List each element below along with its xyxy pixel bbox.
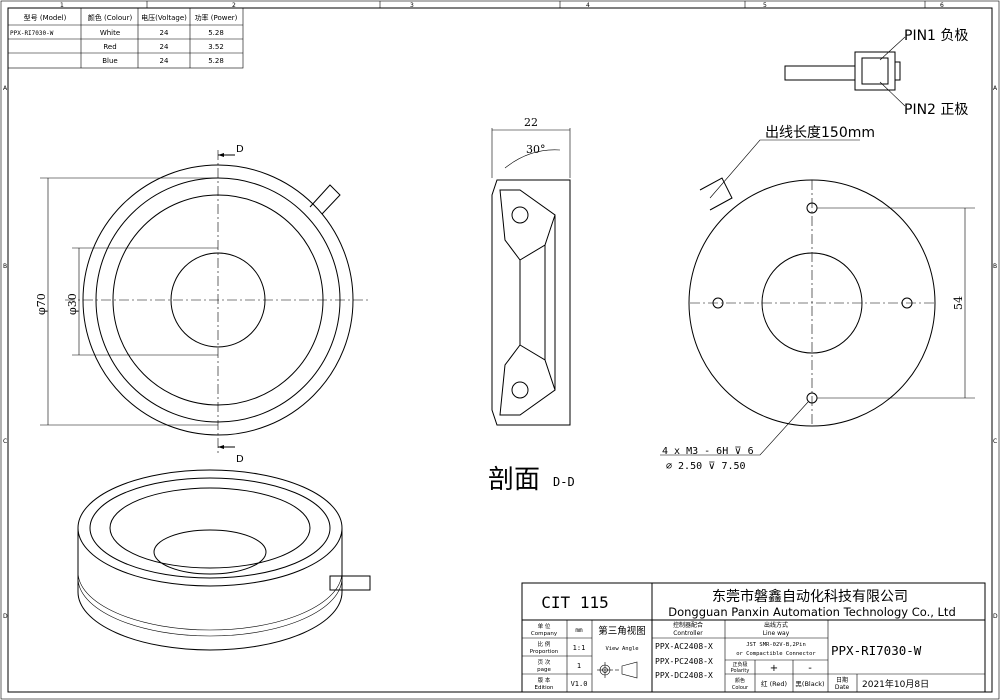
spec-table-rows-1-1: Red bbox=[103, 43, 116, 51]
rear-view-hole-note-1: 4 x M3 - 6H ⊽ 6 bbox=[662, 446, 754, 457]
front-view-section-mark: D bbox=[236, 144, 244, 155]
title-block-colour-en: Colour bbox=[732, 685, 749, 691]
rear-view-dim-holes: 54 bbox=[952, 296, 965, 310]
title-block-projection-en: View Angle bbox=[605, 646, 638, 652]
title-block-edition-label-en: Edition bbox=[534, 685, 554, 691]
title-block-unit-label-en: Company bbox=[531, 631, 558, 637]
title-block-controller-en: Controller bbox=[673, 630, 703, 637]
zones-side-1: B bbox=[993, 263, 997, 270]
section-view-caption-sub: D-D bbox=[553, 475, 575, 489]
front-view-dim-inner: φ30 bbox=[66, 293, 79, 315]
title-block-page-label-en: page bbox=[537, 667, 551, 673]
zones-side-1: B bbox=[3, 263, 7, 270]
third-angle-projection-icon bbox=[597, 661, 638, 679]
spec-table-rows-2-2: 24 bbox=[160, 57, 169, 65]
spec-table-rows-0-0: PPX-RI7030-W bbox=[10, 30, 54, 37]
title-block-date-cn: 日期 bbox=[836, 676, 848, 684]
zones-top-4: 5 bbox=[763, 2, 767, 9]
title-block-controller-cn: 控制器配合 bbox=[673, 621, 703, 629]
spec-table-rows-1-3: 3.52 bbox=[208, 43, 224, 51]
spec-table-headers-1: 颜色 (Colour) bbox=[88, 13, 133, 22]
zones-top-2: 3 bbox=[410, 2, 414, 9]
spec-table: 型号 (Model) 颜色 (Colour) 电压(Voltage) 功率 (P… bbox=[7, 7, 244, 69]
title-block-plus: + bbox=[770, 663, 778, 674]
title-block-projection-cn: 第三角视图 bbox=[598, 625, 646, 637]
rear-view-hole-note-2: ⌀ 2.50 ⊽ 7.50 bbox=[666, 461, 746, 472]
title-block-controllers-2: PPX-DC2408-X bbox=[655, 671, 713, 680]
spec-table-rows-0-1: White bbox=[100, 29, 120, 37]
zones-side-0: A bbox=[993, 85, 998, 92]
title-block-controllers-0: PPX-AC2408-X bbox=[655, 642, 713, 651]
front-view-section-mark: D bbox=[236, 454, 244, 465]
zones-side-2: C bbox=[3, 438, 7, 445]
connector-view: PIN1 负极 PIN2 正极 bbox=[784, 28, 968, 118]
spec-table-rows-2-1: Blue bbox=[102, 57, 118, 65]
title-block-page-label-cn: 页 次 bbox=[538, 658, 551, 666]
title-block-scale-label-cn: 比 例 bbox=[538, 640, 551, 648]
zones-top-1: 2 bbox=[232, 2, 236, 9]
spec-table-rows-0-2: 24 bbox=[160, 29, 169, 37]
title-block-drawing-no: CIT 115 bbox=[541, 593, 608, 612]
spec-table-rows-1-2: 24 bbox=[160, 43, 169, 51]
title-block-lineway-cn: 出线方式 bbox=[764, 621, 788, 629]
zones-side-3: D bbox=[3, 613, 8, 620]
title-block-connector-1: JST SMR-02V-B,2Pin bbox=[746, 642, 806, 648]
zones-top-0: 1 bbox=[60, 2, 64, 9]
title-block-date: 2021年10月8日 bbox=[862, 678, 929, 690]
spec-table-rows-0-3: 5.28 bbox=[208, 29, 224, 37]
isometric-view bbox=[77, 469, 371, 651]
spec-table-headers-3: 功率 (Power) bbox=[195, 13, 238, 22]
title-block-connector-2: or Compactible Connector bbox=[736, 651, 816, 657]
title-block-edition-value: V1.0 bbox=[571, 680, 588, 688]
section-view-angle: 30° bbox=[526, 143, 546, 156]
title-block-unit-value: mm bbox=[575, 627, 583, 634]
connector-pin2: PIN2 正极 bbox=[904, 102, 968, 118]
section-view-dim-width: 22 bbox=[524, 116, 538, 129]
title-block-polarity-cn: 正负极 bbox=[732, 661, 747, 668]
title-block-controllers-1: PPX-PC2408-X bbox=[655, 657, 713, 666]
zones-top-3: 4 bbox=[586, 2, 590, 9]
zones-side-0: A bbox=[3, 85, 8, 92]
title-block-red: 红 (Red) bbox=[761, 679, 787, 688]
section-view: 22 30° 剖面 D-D bbox=[488, 116, 575, 495]
title-block-edition-label-cn: 版 本 bbox=[538, 676, 551, 684]
title-block-scale-value: 1:1 bbox=[573, 644, 586, 652]
title-block-black: 黑(Black) bbox=[795, 680, 824, 688]
zone-markers: 1 2 3 4 5 6 A B C D A B C D bbox=[3, 1, 998, 620]
spec-table-headers-0: 型号 (Model) bbox=[24, 13, 67, 22]
rear-view-cable-note: 出线长度150mm bbox=[765, 125, 875, 141]
title-block-company-cn: 东莞市磐鑫自动化科技有限公司 bbox=[712, 588, 908, 605]
connector-pin1: PIN1 负极 bbox=[904, 28, 968, 44]
title-block-polarity-en: Polarity bbox=[731, 668, 750, 674]
zones-side-3: D bbox=[993, 613, 998, 620]
title-block: CIT 115 东莞市磐鑫自动化科技有限公司 Dongguan Panxin A… bbox=[521, 582, 986, 693]
spec-table-rows-2-3: 5.28 bbox=[208, 57, 224, 65]
title-block-unit-label-cn: 单 位 bbox=[538, 622, 551, 630]
section-view-caption: 剖面 bbox=[488, 465, 540, 495]
rear-view: 出线长度150mm 54 4 x M3 - 6H ⊽ 6 ⌀ 2.50 ⊽ 7.… bbox=[660, 125, 975, 472]
zones-top-5: 6 bbox=[940, 2, 944, 9]
title-block-colour-cn: 颜色 bbox=[735, 677, 745, 684]
cable-stub bbox=[309, 184, 341, 215]
title-block-scale-label-en: Proportion bbox=[530, 649, 559, 655]
title-block-lineway-en: Line way bbox=[763, 630, 790, 637]
spec-table-headers-2: 电压(Voltage) bbox=[141, 13, 187, 22]
inner-frame bbox=[7, 7, 993, 693]
title-block-model: PPX-RI7030-W bbox=[831, 643, 922, 658]
title-block-minus: - bbox=[808, 663, 812, 674]
front-view-dim-outer: φ70 bbox=[35, 293, 48, 315]
title-block-date-en: Date bbox=[835, 684, 850, 691]
front-view: D D φ70 φ30 bbox=[35, 144, 370, 465]
title-block-company-en: Dongguan Panxin Automation Technology Co… bbox=[668, 605, 956, 619]
zones-side-2: C bbox=[993, 438, 997, 445]
title-block-page-value: 1 bbox=[577, 662, 581, 670]
